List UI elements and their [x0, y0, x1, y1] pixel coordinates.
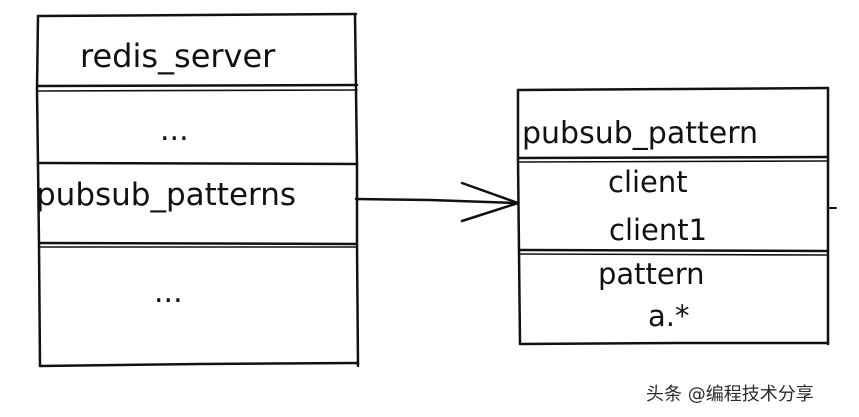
redis-server-border-top	[36, 12, 358, 18]
pubsub-pattern-field-divider	[517, 248, 830, 253]
pubsub-pattern-client-value: client1	[609, 213, 707, 247]
pubsub-pattern-struct	[516, 86, 837, 346]
redis-server-row-divider-1	[37, 161, 359, 166]
pubsub-pattern-title: pubsub_pattern	[522, 116, 758, 151]
pointer-arrow-head-lower	[460, 201, 520, 223]
pubsub-pattern-border-bottom	[518, 341, 830, 346]
pointer-arrow-head-upper	[460, 181, 520, 205]
pointer-arrow	[354, 181, 520, 223]
redis-server-row-divider-2	[37, 241, 359, 246]
pubsub-pattern-border-left	[516, 88, 522, 346]
redis-server-struct	[35, 12, 360, 368]
redis-server-border-left	[35, 14, 42, 368]
pubsub-pattern-client-label: client	[608, 165, 688, 199]
pubsub-pattern-pattern-label: pattern	[598, 257, 705, 291]
redis-server-pubsub-patterns-field: pubsub_patterns	[36, 177, 296, 213]
redis-server-title: redis_server	[80, 37, 276, 75]
pubsub-pattern-border-top	[516, 86, 830, 92]
pubsub-pattern-pattern-value: a.*	[648, 299, 690, 333]
redis-server-ellipsis-1: ...	[160, 113, 189, 148]
redis-server-border-right	[353, 12, 360, 368]
pubsub-pattern-title-divider-2	[517, 160, 829, 163]
redis-server-title-divider	[36, 83, 359, 88]
watermark-text: 头条 @编程技术分享	[646, 384, 814, 405]
pubsub-pattern-field-divider-2	[518, 253, 829, 256]
pointer-arrow-shaft	[354, 197, 517, 205]
pubsub-pattern-title-divider	[516, 155, 830, 160]
redis-server-border-bottom	[38, 361, 360, 368]
redis-server-ellipsis-2: ...	[154, 275, 183, 310]
redis-server-title-divider-2	[37, 89, 358, 92]
